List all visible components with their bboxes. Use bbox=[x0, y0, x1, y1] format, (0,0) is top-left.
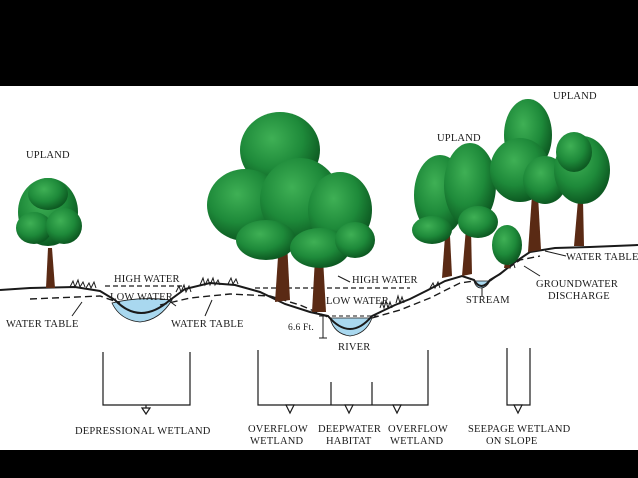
zone-overflow-wetland-left-line2: WETLAND bbox=[250, 436, 304, 447]
label-discharge: DISCHARGE bbox=[548, 291, 610, 302]
tree-center-big bbox=[207, 112, 375, 312]
arrow-water-table-left bbox=[71, 301, 83, 317]
label-water-table-mid: WATER TABLE bbox=[171, 319, 244, 330]
zone-seepage-wetland-line1: SEEPAGE WETLAND bbox=[468, 424, 571, 435]
zone-seepage-wetland-line2: ON SLOPE bbox=[486, 436, 537, 447]
arrow-groundwater bbox=[523, 265, 541, 277]
label-low-water-river: LOW WATER bbox=[326, 296, 389, 307]
zone-deepwater-habitat-line1: DEEPWATER bbox=[318, 424, 381, 435]
label-depth: 6.6 Ft. bbox=[288, 323, 314, 333]
label-upland-left: UPLAND bbox=[26, 150, 70, 161]
tree-right-1 bbox=[490, 99, 567, 252]
tree-mid-right-2 bbox=[444, 143, 498, 276]
zone-overflow-wetland-left-line1: OVERFLOW bbox=[248, 424, 308, 435]
label-stream: STREAM bbox=[466, 295, 510, 306]
ground-surface bbox=[0, 244, 638, 330]
zone-brackets bbox=[102, 348, 531, 416]
zone-overflow-wetland-right-line2: WETLAND bbox=[390, 436, 444, 447]
label-river: RIVER bbox=[338, 342, 371, 353]
label-upland-mid: UPLAND bbox=[437, 133, 481, 144]
zone-deepwater-habitat-line2: HABITAT bbox=[326, 436, 372, 447]
label-groundwater: GROUNDWATER bbox=[536, 279, 618, 290]
arrow-water-table-right bbox=[544, 250, 567, 257]
label-upland-right: UPLAND bbox=[553, 91, 597, 102]
label-low-water-left: LOW WATER bbox=[110, 292, 173, 303]
arrow-high-water-river bbox=[337, 275, 351, 283]
river-water bbox=[329, 317, 373, 337]
water-table-line bbox=[29, 255, 541, 319]
zone-overflow-wetland-right-line1: OVERFLOW bbox=[388, 424, 448, 435]
label-high-water-left: HIGH WATER bbox=[114, 274, 180, 285]
label-high-water-river: HIGH WATER bbox=[352, 275, 418, 286]
depth-marker bbox=[319, 315, 327, 339]
zone-depressional-wetland: DEPRESSIONAL WETLAND bbox=[75, 426, 211, 437]
label-water-table-right: WATER TABLE bbox=[566, 252, 638, 263]
shrub-slope bbox=[492, 225, 522, 268]
depressional-pond bbox=[111, 298, 173, 323]
tree-right-2 bbox=[554, 132, 610, 246]
label-water-table-left: WATER TABLE bbox=[6, 319, 79, 330]
tree-left bbox=[16, 178, 82, 288]
arrow-low-water-left bbox=[167, 299, 177, 307]
arrow-water-table-mid bbox=[204, 299, 213, 317]
